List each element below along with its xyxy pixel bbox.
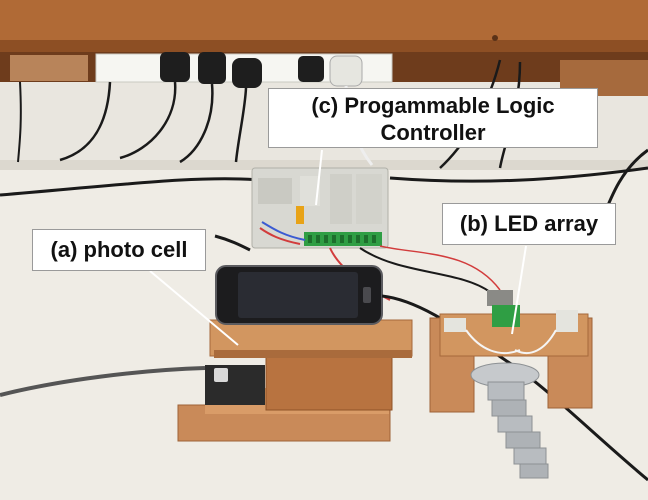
plc-label-line2: Controller bbox=[380, 120, 486, 145]
plc-label-line1: (c) Progammable Logic bbox=[311, 93, 555, 118]
photo-cell-stand bbox=[177, 319, 413, 442]
led-array-label: (b) LED array bbox=[442, 203, 616, 245]
plug-icon bbox=[298, 56, 324, 82]
plc-label: (c) Progammable Logic Controller bbox=[268, 88, 598, 148]
led-array-pointer-line bbox=[511, 245, 527, 335]
plc-indicator bbox=[296, 206, 304, 224]
led-array-stand bbox=[429, 290, 593, 413]
photo-cell-pointer-line bbox=[149, 270, 239, 346]
smartphone bbox=[215, 265, 648, 482]
desk-edge bbox=[0, 160, 648, 170]
plug-icon bbox=[160, 52, 190, 82]
plc-unit bbox=[214, 167, 389, 252]
plc-pointer-line bbox=[315, 149, 323, 206]
photo-cell-label: (a) photo cell bbox=[32, 229, 206, 271]
wristwatch bbox=[470, 362, 549, 479]
plug-icon bbox=[329, 55, 363, 87]
photo-cell-cable bbox=[0, 366, 206, 397]
plug-icon bbox=[198, 52, 226, 84]
plug-icon bbox=[232, 58, 262, 88]
